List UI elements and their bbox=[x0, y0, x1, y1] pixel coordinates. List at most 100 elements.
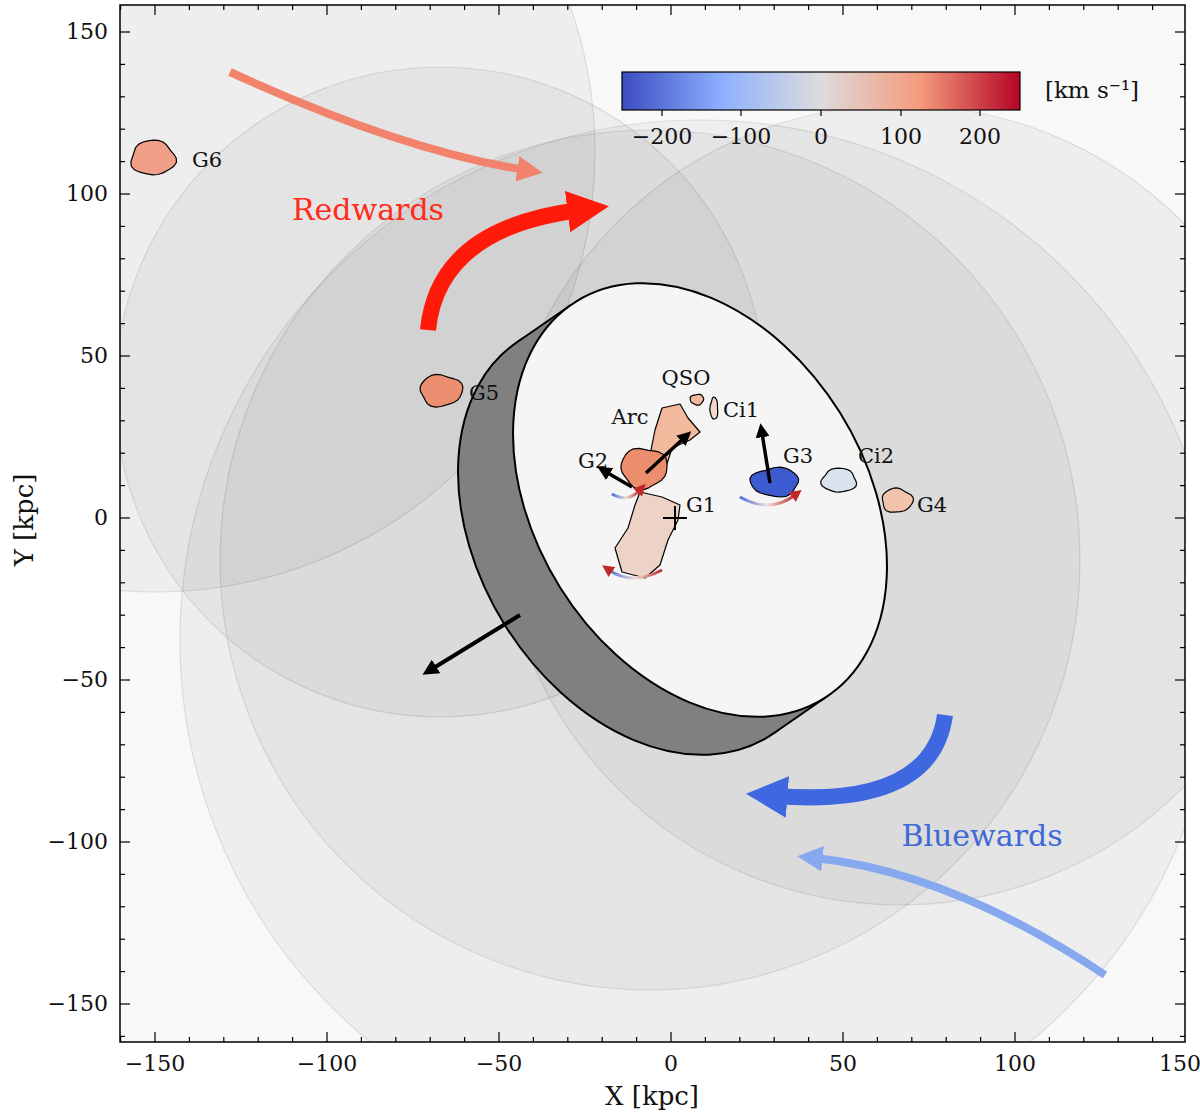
x-tick bbox=[670, 5, 671, 15]
x-tick bbox=[911, 5, 912, 10]
x-tick bbox=[154, 5, 155, 15]
x-tick bbox=[877, 1037, 878, 1042]
tick-label: 0 bbox=[94, 507, 108, 529]
galaxy-label: Ci2 bbox=[858, 446, 894, 467]
axis-ticks bbox=[120, 5, 1185, 1042]
disk-normal-arrow bbox=[432, 615, 520, 669]
x-tick bbox=[946, 5, 947, 10]
galaxy-label: Ci1 bbox=[723, 400, 759, 421]
y-tick bbox=[120, 1036, 125, 1037]
blob-outline bbox=[821, 468, 857, 493]
y-tick bbox=[1180, 388, 1185, 389]
y-tick bbox=[120, 777, 125, 778]
x-tick bbox=[636, 5, 637, 10]
colorbar-tick bbox=[900, 110, 901, 116]
spin-arrow bbox=[606, 472, 632, 487]
x-tick bbox=[120, 1037, 121, 1042]
x-tick bbox=[1014, 1032, 1015, 1042]
y-tick bbox=[1180, 323, 1185, 324]
y-tick bbox=[1180, 777, 1185, 778]
y-tick bbox=[120, 712, 125, 713]
center-marker bbox=[674, 506, 676, 530]
blob-outline bbox=[614, 488, 682, 580]
x-tick bbox=[395, 5, 396, 10]
y-tick bbox=[1180, 550, 1185, 551]
y-tick bbox=[120, 517, 130, 518]
tick-label: 100 bbox=[994, 1053, 1036, 1075]
tick-label: −100 bbox=[48, 831, 108, 853]
y-tick bbox=[1175, 193, 1185, 194]
blob-shape bbox=[621, 448, 667, 489]
colorbar-tick bbox=[979, 110, 980, 116]
y-tick bbox=[1180, 485, 1185, 486]
y-tick bbox=[120, 323, 125, 324]
spin-arrow bbox=[762, 433, 770, 483]
x-tick bbox=[911, 1037, 912, 1042]
x-tick bbox=[533, 5, 534, 10]
y-tick bbox=[1175, 517, 1185, 518]
y-tick bbox=[1180, 647, 1185, 648]
tick-label: −150 bbox=[125, 1053, 185, 1075]
annotation: Redwards bbox=[292, 195, 444, 225]
axis-title: X [kpc] bbox=[605, 1083, 699, 1109]
y-tick bbox=[1180, 615, 1185, 616]
blob-outline bbox=[690, 394, 704, 405]
colorbar-tick bbox=[661, 110, 662, 116]
x-tick bbox=[120, 5, 121, 10]
bluewards-arrow bbox=[775, 715, 945, 797]
x-tick bbox=[705, 5, 706, 10]
x-tick bbox=[498, 5, 499, 15]
y-tick bbox=[120, 1003, 130, 1004]
galaxy-blob: G1 bbox=[614, 488, 682, 580]
blob-shape bbox=[821, 468, 857, 492]
x-tick bbox=[1083, 5, 1084, 10]
y-tick bbox=[120, 809, 125, 810]
y-tick bbox=[1175, 841, 1185, 842]
y-tick bbox=[1175, 679, 1185, 680]
y-tick bbox=[120, 615, 125, 616]
x-tick bbox=[430, 5, 431, 10]
x-tick bbox=[292, 5, 293, 10]
tick-label: 50 bbox=[829, 1053, 857, 1075]
y-tick bbox=[1180, 939, 1185, 940]
plot-frame bbox=[120, 5, 1185, 1042]
x-tick bbox=[361, 5, 362, 10]
x-tick bbox=[395, 1037, 396, 1042]
y-tick bbox=[120, 906, 125, 907]
galaxy-blob: Ci1 bbox=[710, 397, 718, 420]
y-tick bbox=[1180, 453, 1185, 454]
galaxy-blob: Ci2 bbox=[821, 468, 857, 493]
y-tick bbox=[1180, 744, 1185, 745]
x-tick bbox=[739, 5, 740, 10]
y-tick bbox=[120, 291, 125, 292]
y-tick bbox=[120, 971, 125, 972]
x-tick bbox=[1152, 1037, 1153, 1042]
y-tick bbox=[1180, 1036, 1185, 1037]
y-tick bbox=[120, 453, 125, 454]
y-tick bbox=[1175, 31, 1185, 32]
y-tick bbox=[120, 226, 125, 227]
x-tick bbox=[189, 5, 190, 10]
blob-shape bbox=[615, 492, 680, 578]
y-tick bbox=[120, 161, 125, 162]
blob-shape bbox=[882, 488, 913, 512]
galaxy-label: QSO bbox=[662, 368, 711, 389]
galaxy-blob: QSO bbox=[690, 394, 704, 405]
y-tick bbox=[1180, 161, 1185, 162]
y-tick bbox=[120, 258, 125, 259]
galaxy-blob: G3 bbox=[750, 467, 800, 497]
tick-label: −200 bbox=[632, 126, 692, 148]
y-tick bbox=[120, 939, 125, 940]
galaxy-label: G2 bbox=[578, 451, 608, 472]
grey-circle bbox=[180, 120, 1185, 1042]
disk-top bbox=[436, 214, 964, 786]
y-tick bbox=[120, 96, 125, 97]
tick-label: −150 bbox=[48, 993, 108, 1015]
y-tick bbox=[1180, 129, 1185, 130]
x-tick bbox=[842, 1032, 843, 1042]
galaxy-blob: G5 bbox=[419, 374, 463, 407]
blob-outline bbox=[710, 397, 718, 420]
x-tick bbox=[774, 5, 775, 10]
